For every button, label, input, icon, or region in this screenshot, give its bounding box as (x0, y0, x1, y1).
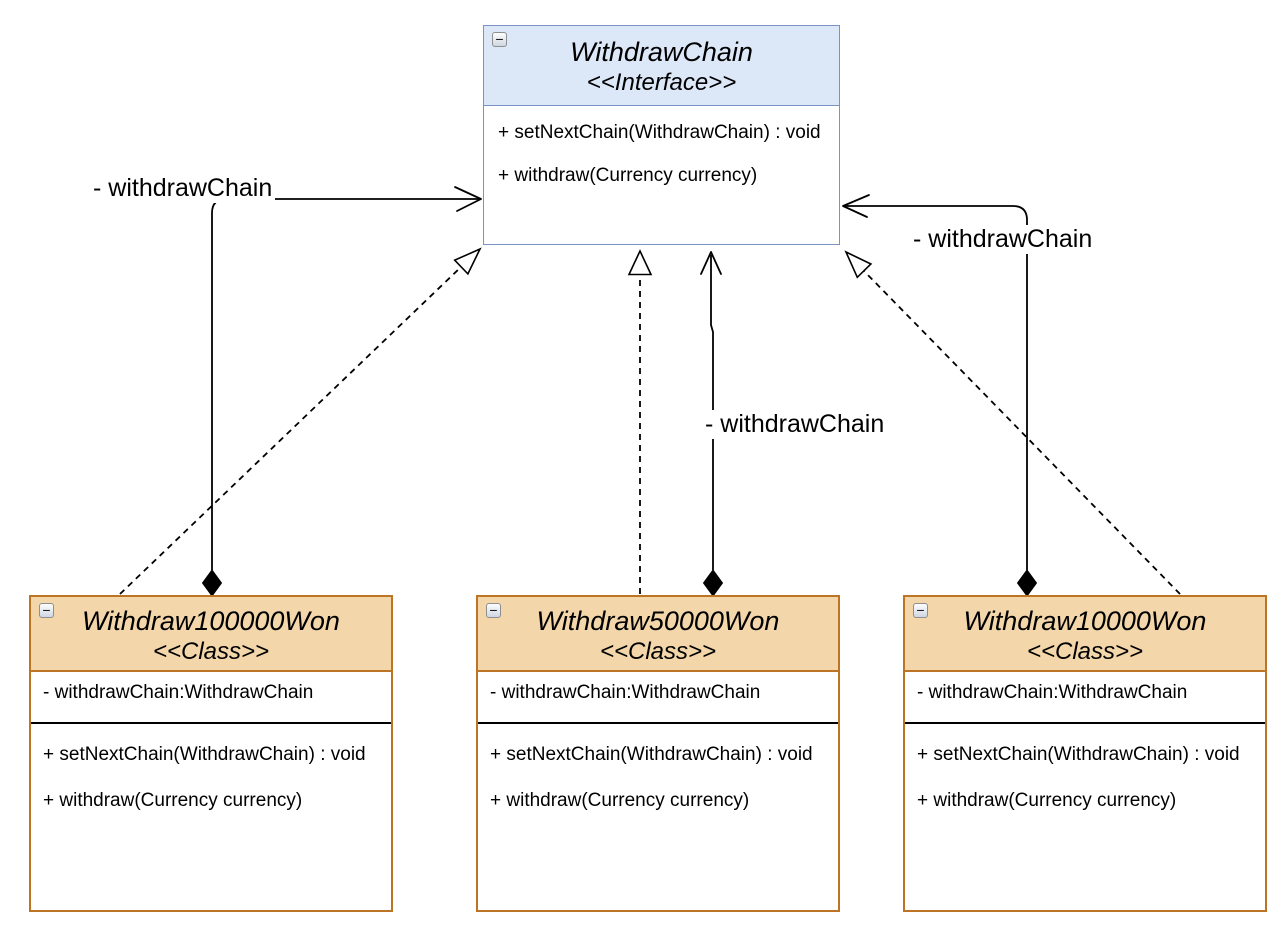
realization-edge-right[interactable] (844, 250, 1181, 595)
association-edge-left[interactable] (201, 186, 482, 597)
interface-methods: + setNextChain(WithdrawChain) : void + w… (484, 106, 839, 187)
edge-label-withdrawchain-middle[interactable]: - withdrawChain (702, 410, 888, 439)
class-header: − Withdraw10000Won <<Class>> (905, 597, 1265, 672)
class-attributes: - withdrawChain:WithdrawChain (905, 672, 1265, 724)
association-edge-right[interactable] (842, 194, 1038, 597)
realization-edge-left[interactable] (119, 247, 482, 595)
edge-label-withdrawchain-left[interactable]: - withdrawChain (90, 174, 276, 203)
association-edge-middle[interactable] (700, 251, 724, 597)
class-name: Withdraw50000Won (536, 606, 780, 636)
method-item: + setNextChain(WithdrawChain) : void (490, 744, 813, 765)
realization-line (119, 266, 462, 595)
class-node-withdraw50000won[interactable]: − Withdraw50000Won <<Class>> - withdrawC… (476, 595, 840, 912)
interface-node-withdrawchain[interactable]: − WithdrawChain <<Interface>> + setNextC… (483, 25, 840, 245)
attribute-item: - withdrawChain:WithdrawChain (43, 682, 314, 703)
class-node-withdraw100000won[interactable]: − Withdraw100000Won <<Class>> - withdraw… (29, 595, 393, 912)
open-arrowhead-icon (454, 186, 482, 212)
method-item: + setNextChain(WithdrawChain) : void (43, 744, 366, 765)
collapse-icon[interactable]: − (486, 603, 501, 618)
class-node-withdraw10000won[interactable]: − Withdraw10000Won <<Class>> - withdrawC… (903, 595, 1267, 912)
interface-name: WithdrawChain (570, 37, 753, 67)
class-methods: + setNextChain(WithdrawChain) : void + w… (478, 724, 838, 812)
interface-stereotype: <<Interface>> (586, 69, 737, 96)
collapse-icon[interactable]: − (492, 32, 507, 47)
composition-diamond-icon (702, 569, 724, 597)
hollow-triangle-arrowhead-icon (844, 250, 873, 279)
edge-label-withdrawchain-right[interactable]: - withdrawChain (910, 225, 1096, 254)
class-attributes: - withdrawChain:WithdrawChain (31, 672, 391, 724)
class-header: − Withdraw50000Won <<Class>> (478, 597, 838, 672)
hollow-triangle-arrowhead-icon (627, 249, 653, 276)
class-stereotype: <<Class>> (599, 638, 717, 665)
class-stereotype: <<Class>> (1026, 638, 1144, 665)
method-item: + setNextChain(WithdrawChain) : void (917, 744, 1240, 765)
collapse-icon[interactable]: − (913, 603, 928, 618)
method-item: + withdraw(Currency currency) (498, 165, 758, 186)
open-arrowhead-icon (842, 194, 870, 218)
realization-line (863, 270, 1181, 595)
method-item: + withdraw(Currency currency) (490, 790, 750, 811)
hollow-triangle-arrowhead-icon (453, 247, 482, 276)
class-name: Withdraw10000Won (963, 606, 1207, 636)
class-methods: + setNextChain(WithdrawChain) : void + w… (905, 724, 1265, 812)
interface-header: − WithdrawChain <<Interface>> (484, 26, 839, 106)
attribute-item: - withdrawChain:WithdrawChain (917, 682, 1188, 703)
method-item: + setNextChain(WithdrawChain) : void (498, 122, 821, 143)
realization-edge-middle[interactable] (627, 249, 653, 594)
open-arrowhead-icon (700, 251, 722, 275)
collapse-icon[interactable]: − (39, 603, 54, 618)
composition-diamond-icon (201, 569, 223, 597)
attribute-item: - withdrawChain:WithdrawChain (490, 682, 761, 703)
association-line (710, 255, 714, 570)
class-header: − Withdraw100000Won <<Class>> (31, 597, 391, 672)
class-attributes: - withdrawChain:WithdrawChain (478, 672, 838, 724)
class-name: Withdraw100000Won (82, 606, 340, 636)
composition-diamond-icon (1016, 569, 1038, 597)
class-stereotype: <<Class>> (152, 638, 270, 665)
class-methods: + setNextChain(WithdrawChain) : void + w… (31, 724, 391, 812)
association-line (211, 198, 479, 570)
method-item: + withdraw(Currency currency) (917, 790, 1177, 811)
method-item: + withdraw(Currency currency) (43, 790, 303, 811)
association-line (845, 205, 1028, 570)
